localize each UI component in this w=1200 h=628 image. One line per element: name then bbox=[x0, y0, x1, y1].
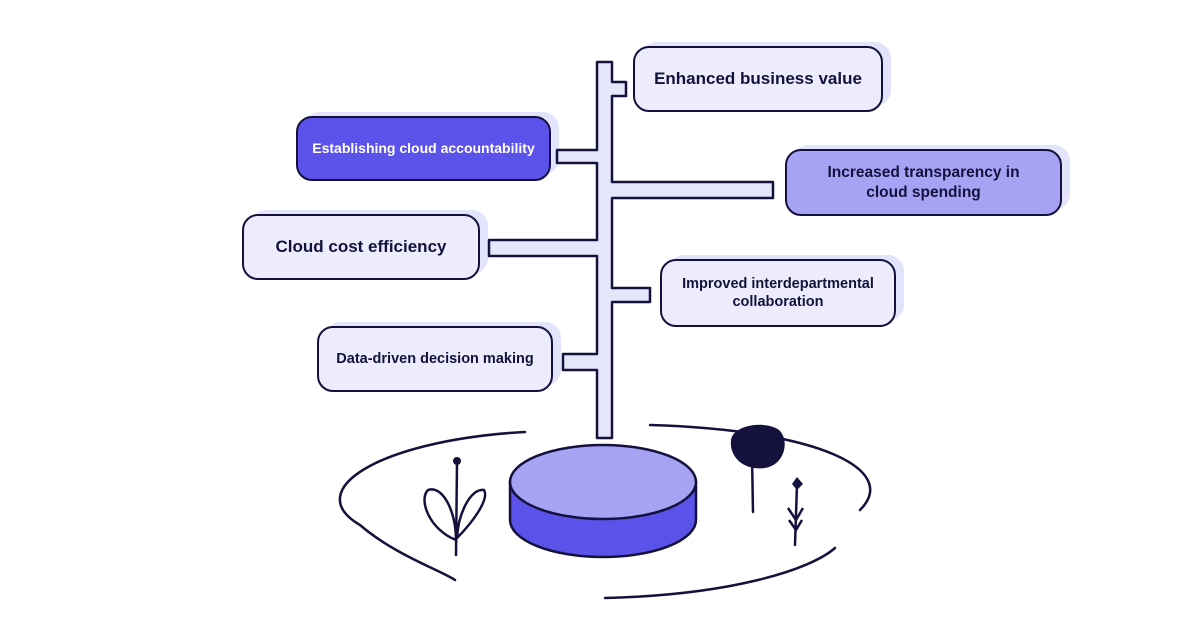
benefit-label: Cloud cost efficiency bbox=[275, 237, 447, 257]
benefit-card-transparency-spending: Increased transparency in cloud spending bbox=[785, 145, 1070, 216]
ground-arc-bottom bbox=[603, 546, 837, 600]
dark-bush bbox=[730, 424, 785, 514]
benefit-card-data-driven-decisions: Data-driven decision making bbox=[317, 322, 561, 392]
ground-arc-right bbox=[648, 423, 872, 512]
benefit-label: Improved interdepartmental collaboration bbox=[682, 275, 874, 310]
benefit-card-cost-efficiency: Cloud cost efficiency bbox=[242, 210, 488, 280]
platform-top bbox=[508, 443, 698, 521]
benefit-label: Data-driven decision making bbox=[336, 350, 534, 367]
left-plant bbox=[423, 457, 487, 557]
small-plant bbox=[786, 477, 805, 547]
benefit-card-enhanced-business-value: Enhanced business value bbox=[633, 42, 891, 112]
benefit-card-interdepartmental-collaboration: Improved interdepartmental collaboration bbox=[660, 255, 904, 327]
ground-arc-left bbox=[338, 430, 527, 582]
benefit-card-cloud-accountability: Establishing cloud accountability bbox=[296, 112, 559, 181]
benefit-label: Establishing cloud accountability bbox=[312, 139, 535, 156]
tree-trunk bbox=[487, 60, 775, 440]
benefit-label: Increased transparency in cloud spending bbox=[827, 164, 1020, 201]
benefit-label: Enhanced business value bbox=[654, 69, 862, 89]
